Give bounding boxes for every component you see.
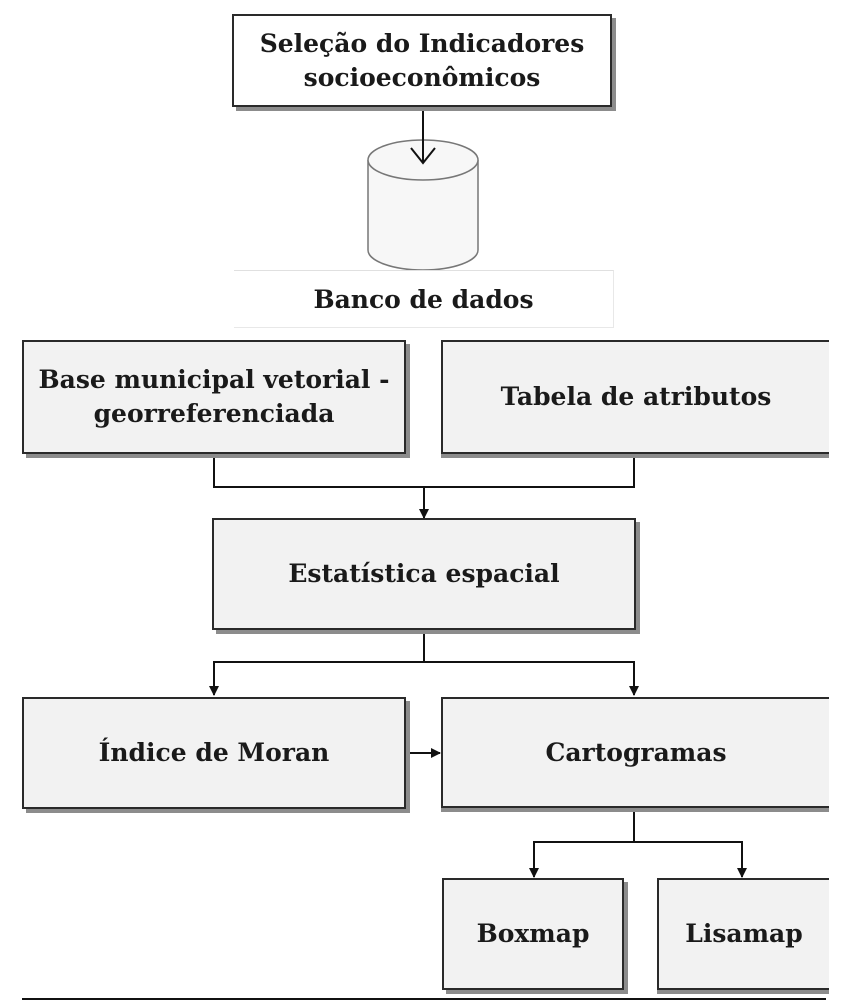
connector-split-from-spatial-stats xyxy=(209,630,639,696)
connector-merge-to-spatial-stats xyxy=(213,454,635,519)
base-municipal-line-1: Base municipal vetorial - xyxy=(38,365,390,395)
database-label: Banco de dados xyxy=(313,284,534,314)
boxmap-box: Boxmap xyxy=(442,878,624,990)
boxmap-label: Boxmap xyxy=(476,919,590,949)
spatial-stats-box: Estatística espacial xyxy=(212,518,636,630)
moran-box: Índice de Moran xyxy=(22,697,406,809)
selection-line-1: Seleção do Indicadores xyxy=(259,28,585,58)
base-municipal-box: Base municipal vetorial - georreferencia… xyxy=(22,340,406,454)
selection-box: Seleção do Indicadores socioeconômicos xyxy=(232,14,612,107)
database-label-box: Banco de dados xyxy=(234,270,614,328)
lisamap-label: Lisamap xyxy=(685,919,803,949)
spatial-stats-label: Estatística espacial xyxy=(288,559,560,589)
attributes-table-box: Tabela de atributos xyxy=(441,340,829,454)
moran-label: Índice de Moran xyxy=(98,738,330,768)
lisamap-box: Lisamap xyxy=(657,878,829,990)
base-municipal-line-2: georreferenciada xyxy=(93,399,335,428)
cartograms-label: Cartogramas xyxy=(545,737,727,767)
attributes-table-label: Tabela de atributos xyxy=(500,382,772,412)
connector-split-from-cartograms xyxy=(529,808,747,878)
arrow-selection-to-database xyxy=(410,107,436,165)
cartograms-box: Cartogramas xyxy=(441,697,829,808)
selection-line-2: socioeconômicos xyxy=(303,62,541,92)
